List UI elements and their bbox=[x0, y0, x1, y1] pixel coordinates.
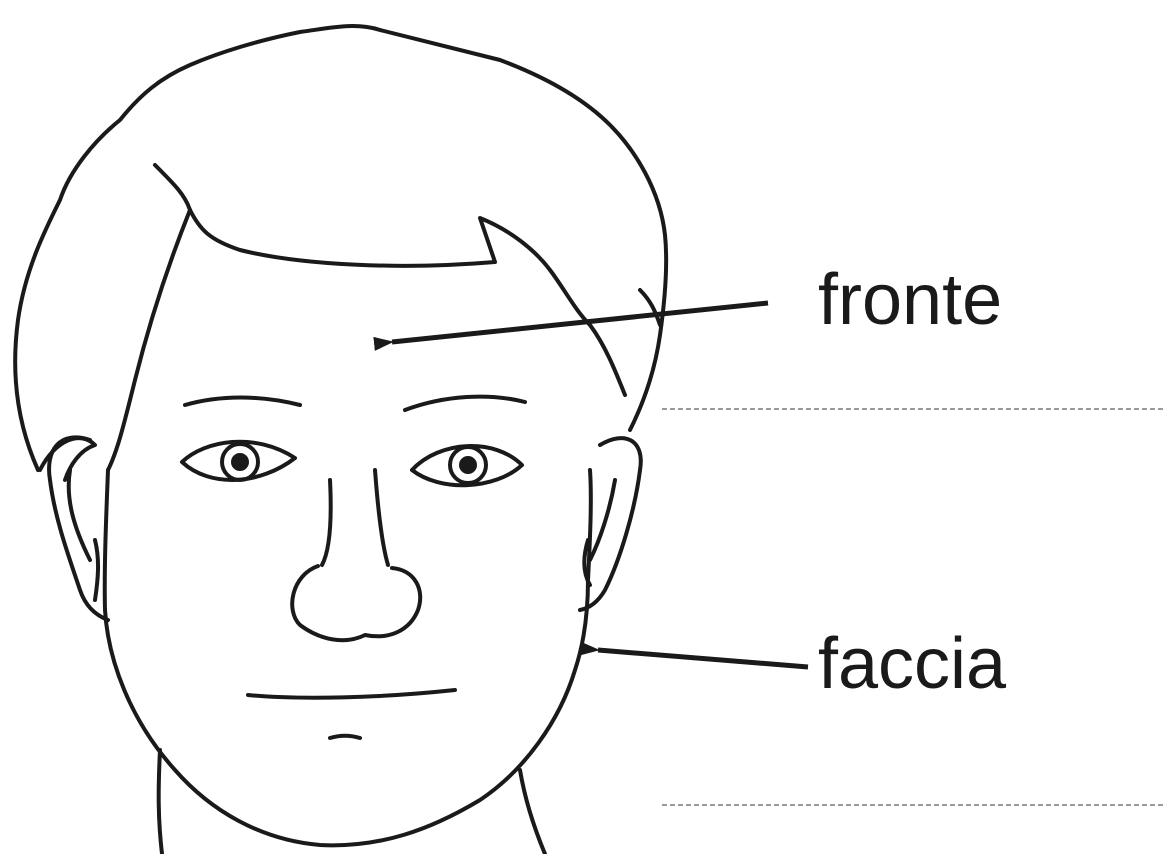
hair-strand-right bbox=[640, 290, 660, 325]
chin-mark bbox=[330, 736, 360, 738]
mouth bbox=[248, 690, 455, 698]
right-pupil bbox=[461, 458, 475, 472]
nose-bridge-right bbox=[375, 470, 388, 565]
left-pupil bbox=[233, 455, 247, 469]
hair-outline bbox=[15, 26, 666, 470]
label-fronte: fronte bbox=[818, 264, 1002, 336]
arrow-faccia bbox=[598, 650, 808, 667]
label-faccia: faccia bbox=[818, 628, 1006, 700]
left-eyebrow bbox=[185, 398, 300, 406]
nose-tip bbox=[292, 566, 420, 640]
left-ear-inner bbox=[69, 470, 98, 600]
neck-right bbox=[520, 770, 545, 854]
neck-left bbox=[159, 750, 162, 854]
hair-strand-left bbox=[108, 210, 190, 470]
face-contour bbox=[105, 470, 591, 845]
right-eyebrow bbox=[405, 397, 525, 410]
arrow-fronte bbox=[392, 303, 768, 342]
hair-fringe bbox=[155, 165, 625, 395]
nose-bridge-left bbox=[322, 480, 331, 565]
